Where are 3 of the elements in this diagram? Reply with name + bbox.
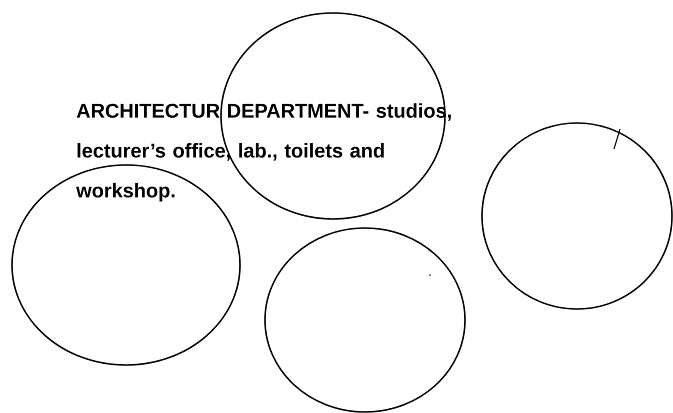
ellipse	[264, 227, 466, 413]
ellipse	[481, 122, 673, 310]
ellipse	[11, 164, 241, 366]
